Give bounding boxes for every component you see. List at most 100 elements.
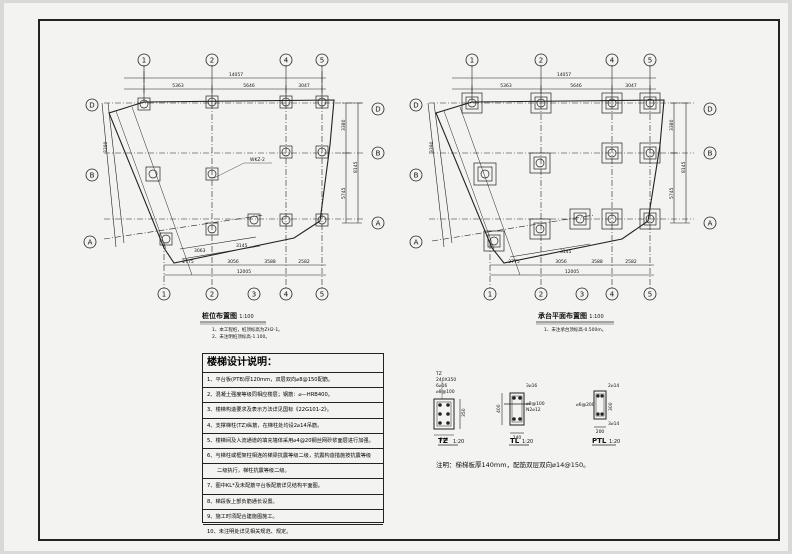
right-pile-caps (461, 92, 661, 252)
left-axis-row-a-right: A (376, 220, 381, 228)
left-axis-top-5: 5 (320, 57, 324, 65)
tl-scale: 1:20 (522, 439, 533, 445)
right-axis-top-4: 4 (610, 57, 615, 65)
tz-label: TZ (438, 437, 448, 445)
right-axis-bubbles (409, 53, 717, 301)
right-axis-top-2: 2 (539, 57, 543, 65)
ptl-height: 300 (608, 402, 614, 411)
right-axis-top-1: 1 (470, 57, 474, 65)
tl-width: 240 (513, 435, 522, 441)
right-axis-bottom-2: 2 (539, 291, 543, 299)
structural-drawing: 1 2 4 5 1 2 3 4 5 D B A D B A 14057 5363… (83, 53, 717, 469)
left-top-dim-1: 5363 (172, 83, 184, 89)
right-plan-note-1: 1、未注承台顶标高-0.500m。 (544, 328, 607, 333)
footer-note: 注明：梯梯板厚140mm，配筋双层双向⌀14@150。 (436, 460, 590, 469)
tz-header: TZ (435, 371, 442, 377)
stair-note: 10、未注明处详见相关规范、规定。 (207, 528, 292, 535)
section-tz (433, 381, 461, 436)
right-axis-row-d-right: D (707, 106, 712, 114)
section-tl (501, 392, 530, 434)
left-axis-top-2: 2 (210, 57, 214, 65)
tz-height: 350 (461, 408, 467, 417)
section-ptl (593, 390, 607, 428)
left-plan-grid (101, 65, 364, 288)
stair-note: 8、梯段板上部负筋通长设置。 (203, 495, 383, 510)
left-plan-note-1: 1、本工程桩，桩顶标高为ZH2-1。 (212, 328, 283, 333)
right-axis-bottom-1: 1 (488, 291, 492, 299)
left-bottom-dim-3: 3588 (264, 259, 276, 265)
stair-note: 5、楼梯间及人流通道的填充墙体采用⌀4@20钢丝网砂浆面层进行加强。 (203, 434, 383, 449)
left-bottom-dim-total: 12005 (237, 269, 251, 275)
stair-note: 6、与梯柱或框架柱相连的梯梁抗震等级二级，抗震构造措施按抗震等级 (203, 449, 383, 465)
right-side-dim-3: 8145 (681, 161, 687, 173)
tl-label: TL (510, 437, 520, 445)
left-axis-top-4: 4 (284, 57, 289, 65)
tl-bottom-bars: N2⌀12 (526, 407, 541, 413)
ptl-top-bars: 2⌀14 (608, 383, 619, 389)
ptl-stirrup: ⌀6@200 (576, 402, 595, 408)
left-axis-row-b-right: B (376, 150, 381, 158)
drawing-sheet: 1 2 4 5 1 2 3 4 5 D B A D B A 14057 5363… (4, 3, 788, 551)
tz-scale: 1:20 (453, 439, 464, 445)
left-axis-row-a: A (88, 239, 93, 247)
right-axis-row-a: A (414, 239, 419, 247)
left-dim-3063: 3063 (194, 248, 206, 254)
right-bottom-dim-3: 3588 (591, 259, 603, 265)
stair-note: 1、平台板(PTB)厚120mm，双层双向⌀8@150配筋。 (203, 373, 383, 389)
stair-note: 二级执行，梯柱抗震等级二级。 (203, 464, 383, 480)
left-bottom-dim-1: 2775 (182, 259, 194, 265)
left-axis-bottom-3: 3 (252, 291, 256, 299)
right-top-dim-total: 14057 (557, 72, 571, 78)
left-bottom-dim-4: 2582 (298, 259, 310, 265)
left-side-dim-4: 3390 (103, 141, 109, 153)
tz-bars: 6⌀16 (436, 383, 447, 389)
right-axis-row-b: B (414, 172, 419, 180)
left-axis-bottom-1: 1 (162, 291, 166, 299)
stair-note: 2、混凝土强度等级同相应楼层；钢筋：⌀—HRB400。 (203, 388, 383, 404)
right-bottom-dim-1: 2775 (508, 259, 520, 265)
left-axis-row-b: B (90, 172, 95, 180)
right-axis-bottom-3: 3 (580, 291, 584, 299)
right-top-dim-3: 3047 (625, 83, 637, 89)
right-bottom-dim-4: 2582 (625, 259, 637, 265)
left-plan-title: 桩位布置图 1:100 (202, 312, 254, 320)
left-axis-row-d-right: D (375, 106, 380, 114)
right-bottom-dim-total: 12005 (565, 269, 579, 275)
right-axis-bottom-4: 4 (610, 291, 615, 299)
left-side-dim-2: 5745 (341, 187, 347, 199)
left-side-dim-1: 3380 (341, 119, 347, 131)
left-wkz-tag: WKZ-2 (250, 157, 265, 163)
left-top-dim-total: 14057 (229, 72, 243, 78)
tz-size: 240X350 (436, 377, 456, 383)
right-plan-title: 承台平面布置图 1:100 (538, 312, 604, 320)
right-top-dim-2: 5646 (570, 83, 582, 89)
right-bottom-dim-2: 3056 (555, 259, 567, 265)
left-axis-bottom-2: 2 (210, 291, 214, 299)
stair-note: 7、图中KL*及未配筋平台板配筋详见结构平面图。 (203, 479, 383, 495)
tz-width: 240 (440, 437, 449, 443)
left-plan-note-2: 2、未注明桩顶标高-1.100。 (212, 335, 270, 340)
left-dim-3145: 3145 (236, 243, 248, 249)
stair-note: 4、支撑梯柱(TZ)纵筋，在梯柱处均设2⌀14吊筋。 (203, 419, 383, 434)
left-axis-bubbles (83, 53, 385, 301)
right-plan-grid (427, 65, 694, 288)
right-top-dim-1: 5363 (500, 83, 512, 89)
tl-top-bars: 3⌀16 (526, 383, 537, 389)
right-axis-row-b-right: B (708, 150, 713, 158)
left-axis-row-d: D (89, 102, 94, 110)
ptl-label: PTL (592, 437, 607, 445)
stair-design-notes: 楼梯设计说明： 1、平台板(PTB)厚120mm，双层双向⌀8@150配筋。 2… (202, 353, 384, 535)
right-axis-row-a-right: A (708, 220, 713, 228)
left-axis-bottom-5: 5 (320, 291, 324, 299)
tl-stirrup: ⌀8@100 (526, 401, 545, 407)
drawing-frame (38, 19, 780, 541)
left-top-dim-3: 3047 (298, 83, 310, 89)
right-dim-3145: 3145 (560, 249, 572, 255)
right-axis-row-d: D (413, 102, 418, 110)
right-side-dim-4: 3390 (429, 141, 435, 153)
ptl-scale: 1:20 (609, 439, 620, 445)
left-axis-top-1: 1 (142, 57, 146, 65)
left-piles (137, 95, 329, 246)
left-bottom-dim-2: 3056 (227, 259, 239, 265)
left-side-dim-3: 8145 (353, 161, 359, 173)
